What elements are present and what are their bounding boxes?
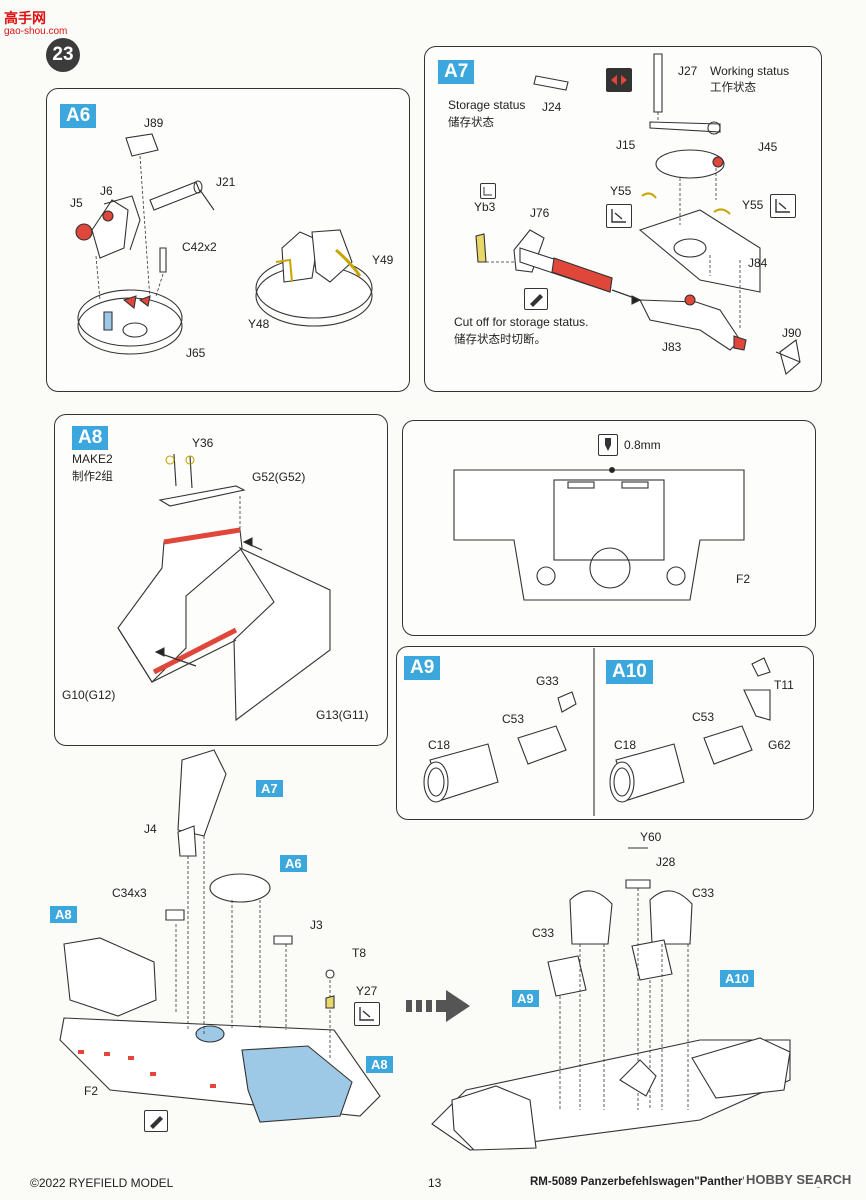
label-cutoff: Cut off for storage status.	[454, 315, 589, 329]
label-c42: C42x2	[182, 240, 217, 254]
label-drill-size: 0.8mm	[624, 438, 661, 452]
bend-part-icon	[770, 194, 796, 218]
label-a9-c18: C18	[428, 738, 451, 752]
label-j4: J4	[144, 822, 157, 836]
label-j89: J89	[144, 116, 164, 130]
tag-assembly-a7: A7	[256, 780, 283, 797]
label-t8: T8	[352, 946, 367, 960]
tag-assembly-a8-right: A8	[366, 1056, 393, 1073]
label-f2-panel: F2	[736, 572, 751, 586]
label-g10: G10(G12)	[62, 688, 116, 702]
label-c33-right: C33	[692, 886, 715, 900]
label-y55a: Y55	[610, 184, 632, 198]
panel-a8	[54, 414, 388, 746]
swap-direction-icon	[606, 68, 632, 92]
label-a10-t11: T11	[774, 678, 794, 692]
drill-icon	[598, 434, 618, 456]
label-make2: MAKE2	[72, 452, 113, 466]
label-j3: J3	[310, 918, 323, 932]
cut-knife-icon	[524, 288, 548, 310]
label-y36: Y36	[192, 436, 214, 450]
label-a10-g62: G62	[768, 738, 791, 752]
label-j76: J76	[530, 206, 550, 220]
label-g52: G52(G52)	[252, 470, 306, 484]
footer-page-number: 13	[428, 1176, 442, 1190]
label-storage-status: Storage status	[448, 98, 526, 112]
bend-part-icon	[480, 183, 496, 199]
label-y55b: Y55	[742, 198, 764, 212]
tag-a10: A10	[606, 660, 653, 684]
label-y60: Y60	[640, 830, 662, 844]
label-f2-assembly: F2	[84, 1084, 99, 1098]
label-j84: J84	[748, 256, 768, 270]
label-g13: G13(G11)	[316, 708, 369, 722]
label-working-status: Working status	[710, 64, 790, 78]
tag-assembly-a9: A9	[512, 990, 539, 1007]
step-number-badge: 23	[46, 38, 80, 72]
tag-a6: A6	[60, 104, 97, 128]
watermark-url: gao-shou.com	[4, 26, 68, 37]
label-c33-left: C33	[532, 926, 555, 940]
label-j83: J83	[662, 340, 682, 354]
label-yb3: Yb3	[474, 200, 496, 214]
label-a10-c18: C18	[614, 738, 637, 752]
label-y48: Y48	[248, 317, 270, 331]
tag-assembly-a10: A10	[720, 970, 754, 987]
label-j5: J5	[70, 196, 83, 210]
label-a10-c53: C53	[692, 710, 715, 724]
bend-part-icon	[354, 1002, 380, 1026]
label-j65: J65	[186, 346, 206, 360]
cut-knife-icon	[144, 1110, 168, 1132]
label-j45: J45	[758, 140, 778, 154]
bend-part-icon	[606, 204, 632, 228]
label-storage-status-cn: 储存状态	[448, 117, 494, 129]
tag-a7: A7	[438, 60, 475, 84]
label-j6: J6	[100, 184, 113, 198]
footer-copyright: ©2022 RYEFIELD MODEL	[30, 1176, 174, 1190]
tag-assembly-a6: A6	[280, 855, 307, 872]
label-j28: J28	[656, 855, 676, 869]
label-c34: C34x3	[112, 886, 147, 900]
label-make2-cn: 制作2组	[72, 471, 113, 483]
label-working-status-cn: 工作状态	[710, 82, 756, 94]
label-j24: J24	[542, 100, 562, 114]
label-j90: J90	[782, 326, 802, 340]
tag-assembly-a8-left: A8	[50, 906, 77, 923]
tag-a9: A9	[404, 656, 441, 680]
label-a9-g33: G33	[536, 674, 559, 688]
label-j21: J21	[216, 175, 236, 189]
label-y27: Y27	[356, 984, 378, 998]
label-y49: Y49	[372, 253, 394, 267]
label-a9-c53: C53	[502, 712, 525, 726]
label-j27: J27	[678, 64, 698, 78]
tag-a8: A8	[72, 426, 109, 450]
watermark-brand: 高手网	[4, 10, 46, 26]
label-cutoff-cn: 储存状态时切断。	[454, 334, 546, 346]
label-j15: J15	[616, 138, 636, 152]
footer-hobby-search-logo: HOBBY SEARCH	[744, 1172, 854, 1187]
